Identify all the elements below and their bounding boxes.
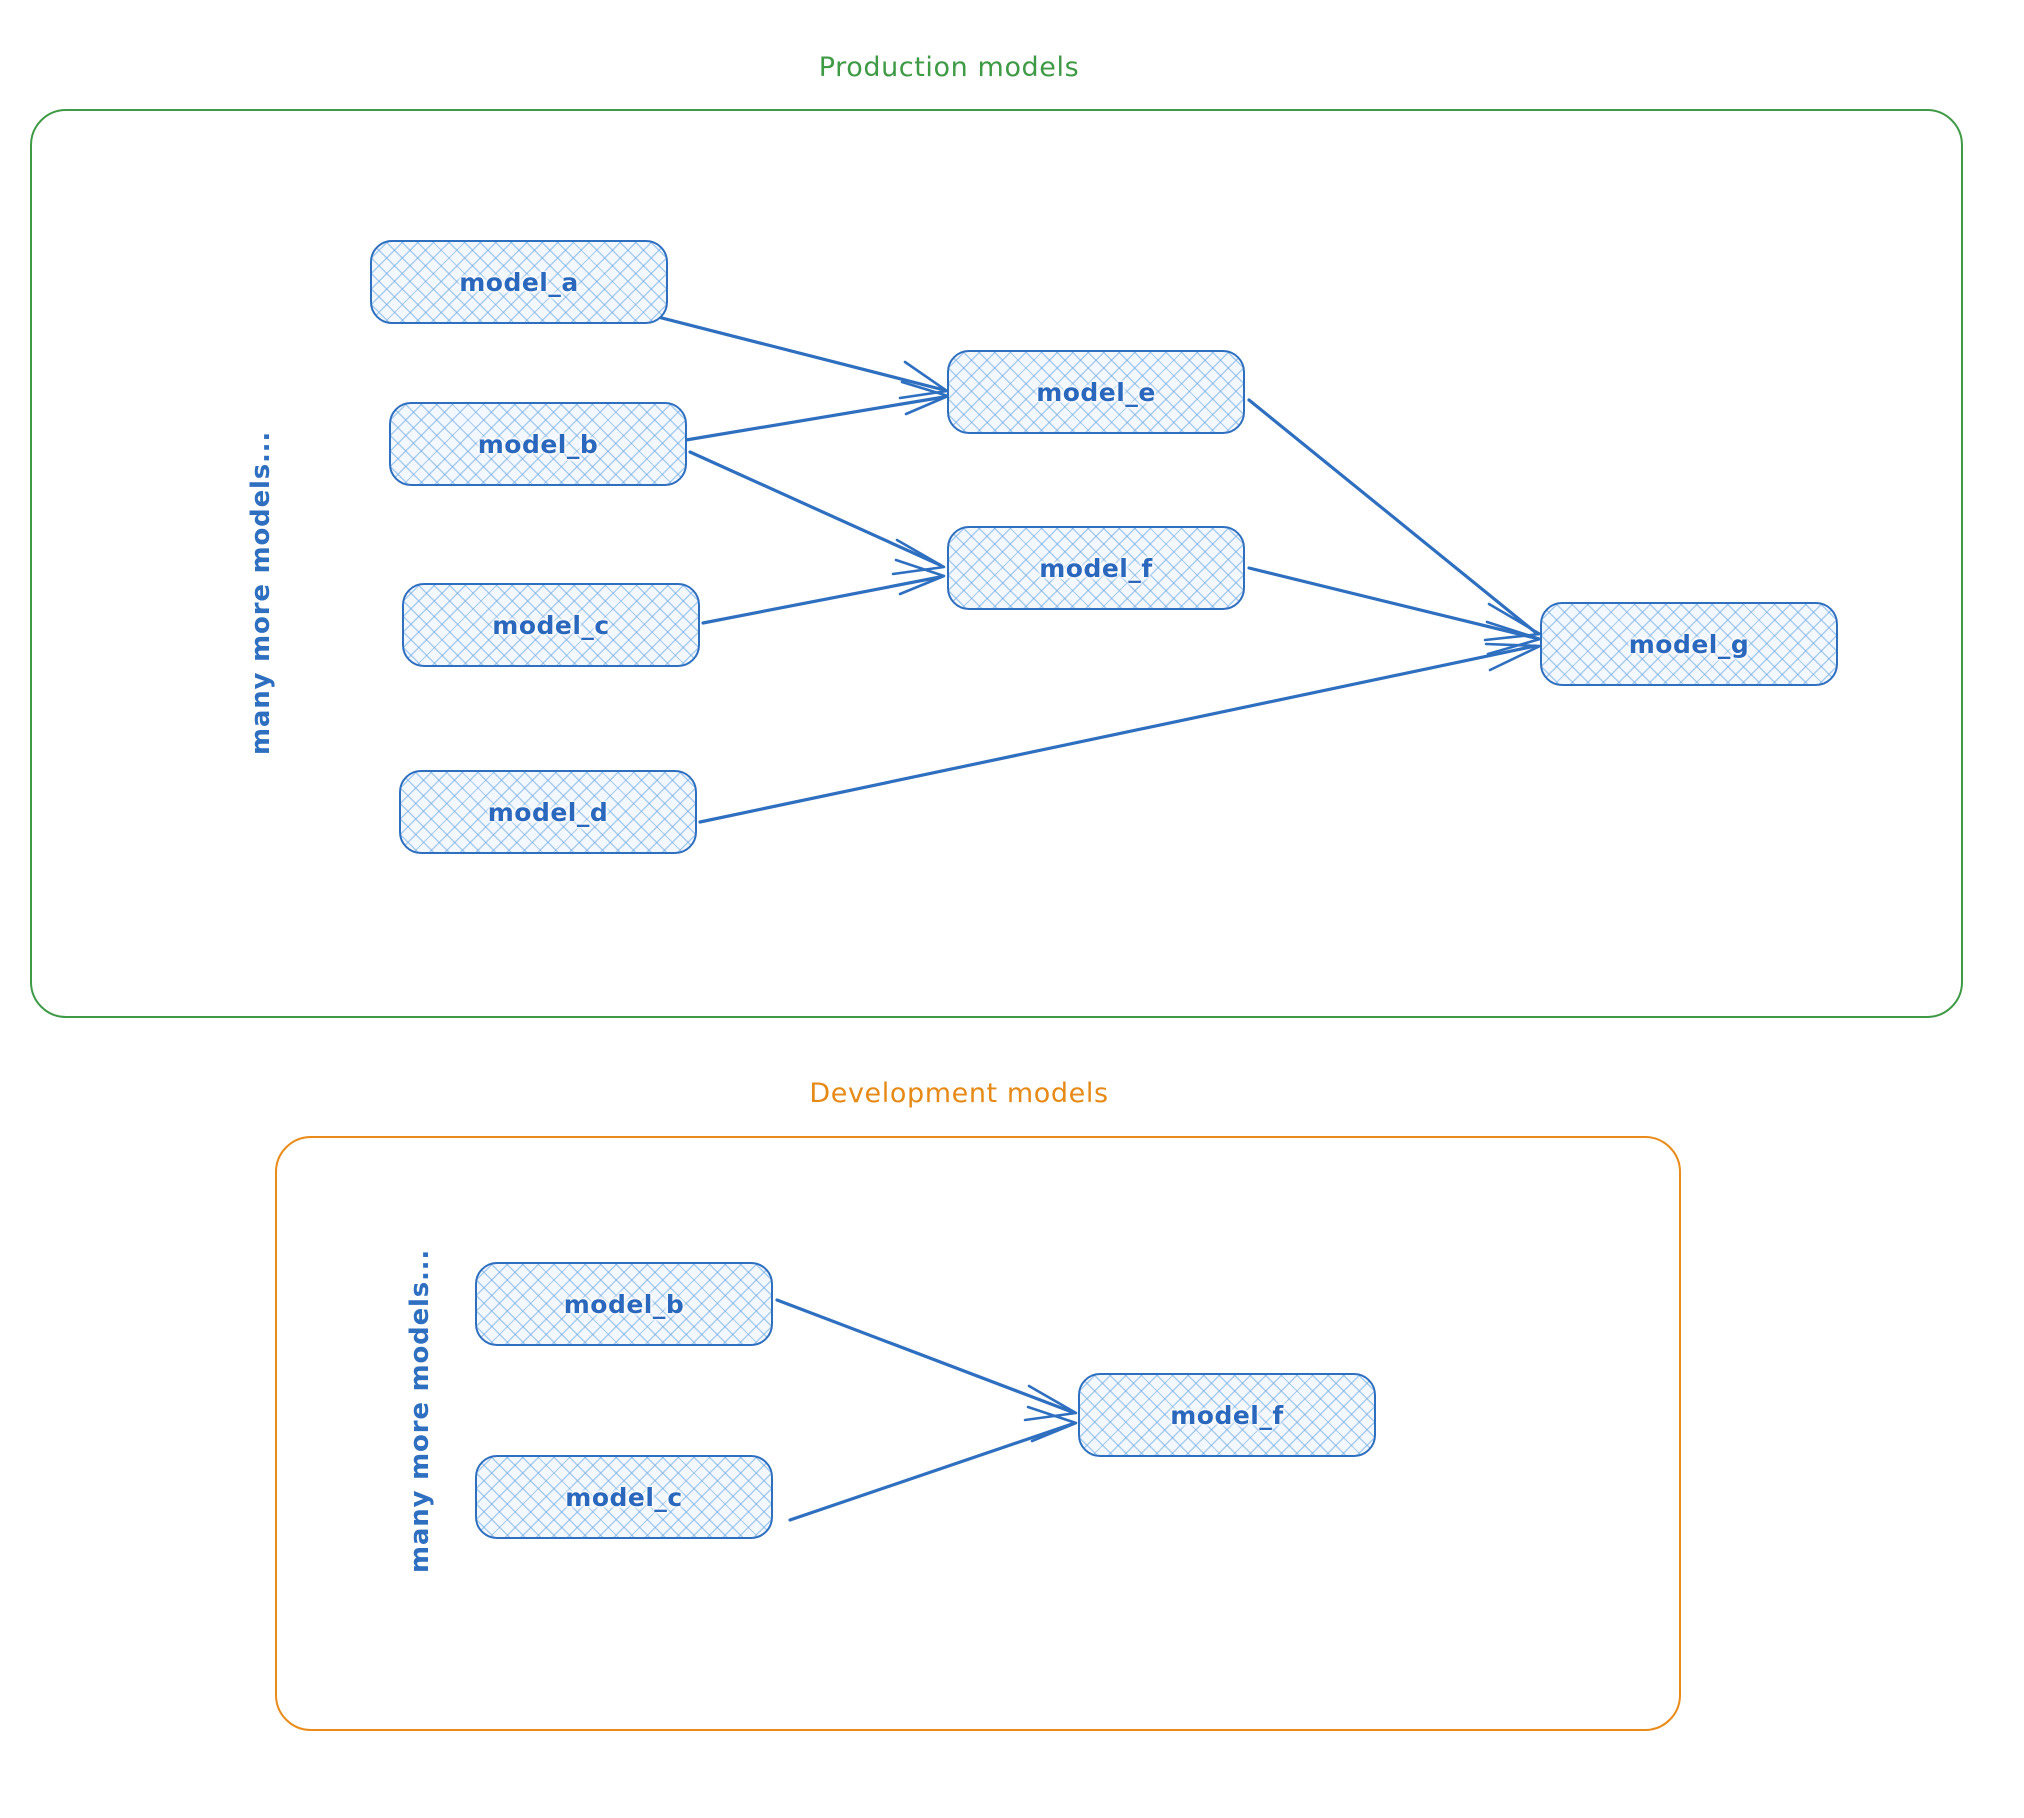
node-label: model_f: [1170, 1400, 1284, 1430]
arrowhead-model-f-1: [891, 538, 946, 576]
node-label: model_g: [1628, 629, 1750, 659]
arrowhead-model-f-2: [894, 558, 946, 596]
edge-model-b-to-model-e: [684, 395, 946, 442]
edge-model-d-to-model-g: [698, 644, 1537, 824]
edge-model-b-to-model-f: [688, 450, 942, 567]
node-label: model_c: [492, 610, 610, 640]
node-prod-model-f[interactable]: model_f: [947, 526, 1245, 610]
node-label: model_e: [1036, 377, 1156, 407]
arrowhead-dev-model-f-1: [1023, 1384, 1078, 1422]
development-group-box: [275, 1136, 1681, 1731]
edge-dev-model-c-to-model-f: [788, 1422, 1074, 1522]
edge-dev-model-b-to-model-f: [775, 1298, 1074, 1414]
edge-model-e-to-model-g: [1247, 398, 1537, 634]
node-label: model_b: [563, 1289, 685, 1319]
production-side-label: many more models...: [246, 430, 276, 755]
node-prod-model-a[interactable]: model_a: [370, 240, 668, 324]
arrowhead-dev-model-f-2: [1026, 1405, 1078, 1443]
development-edges: [775, 1298, 1078, 1522]
node-prod-model-d[interactable]: model_d: [399, 770, 697, 854]
node-prod-model-c[interactable]: model_c: [402, 583, 700, 667]
development-side-label: many more models...: [405, 1248, 435, 1573]
node-label: model_d: [487, 797, 609, 827]
node-label: model_b: [477, 429, 599, 459]
node-dev-model-f[interactable]: model_f: [1078, 1373, 1376, 1457]
node-prod-model-b[interactable]: model_b: [389, 402, 687, 486]
node-prod-model-g[interactable]: model_g: [1540, 602, 1838, 686]
production-group-box: [30, 109, 1963, 1018]
edge-model-f-to-model-g: [1247, 566, 1537, 640]
node-dev-model-c[interactable]: model_c: [475, 1455, 773, 1539]
node-label: model_a: [459, 267, 579, 297]
node-label: model_f: [1039, 553, 1153, 583]
edge-model-c-to-model-f: [701, 575, 942, 625]
node-label: model_c: [565, 1482, 683, 1512]
development-group-title: Development models: [809, 1078, 1109, 1109]
node-dev-model-b[interactable]: model_b: [475, 1262, 773, 1346]
node-prod-model-e[interactable]: model_e: [947, 350, 1245, 434]
production-group-title: Production models: [818, 52, 1080, 83]
